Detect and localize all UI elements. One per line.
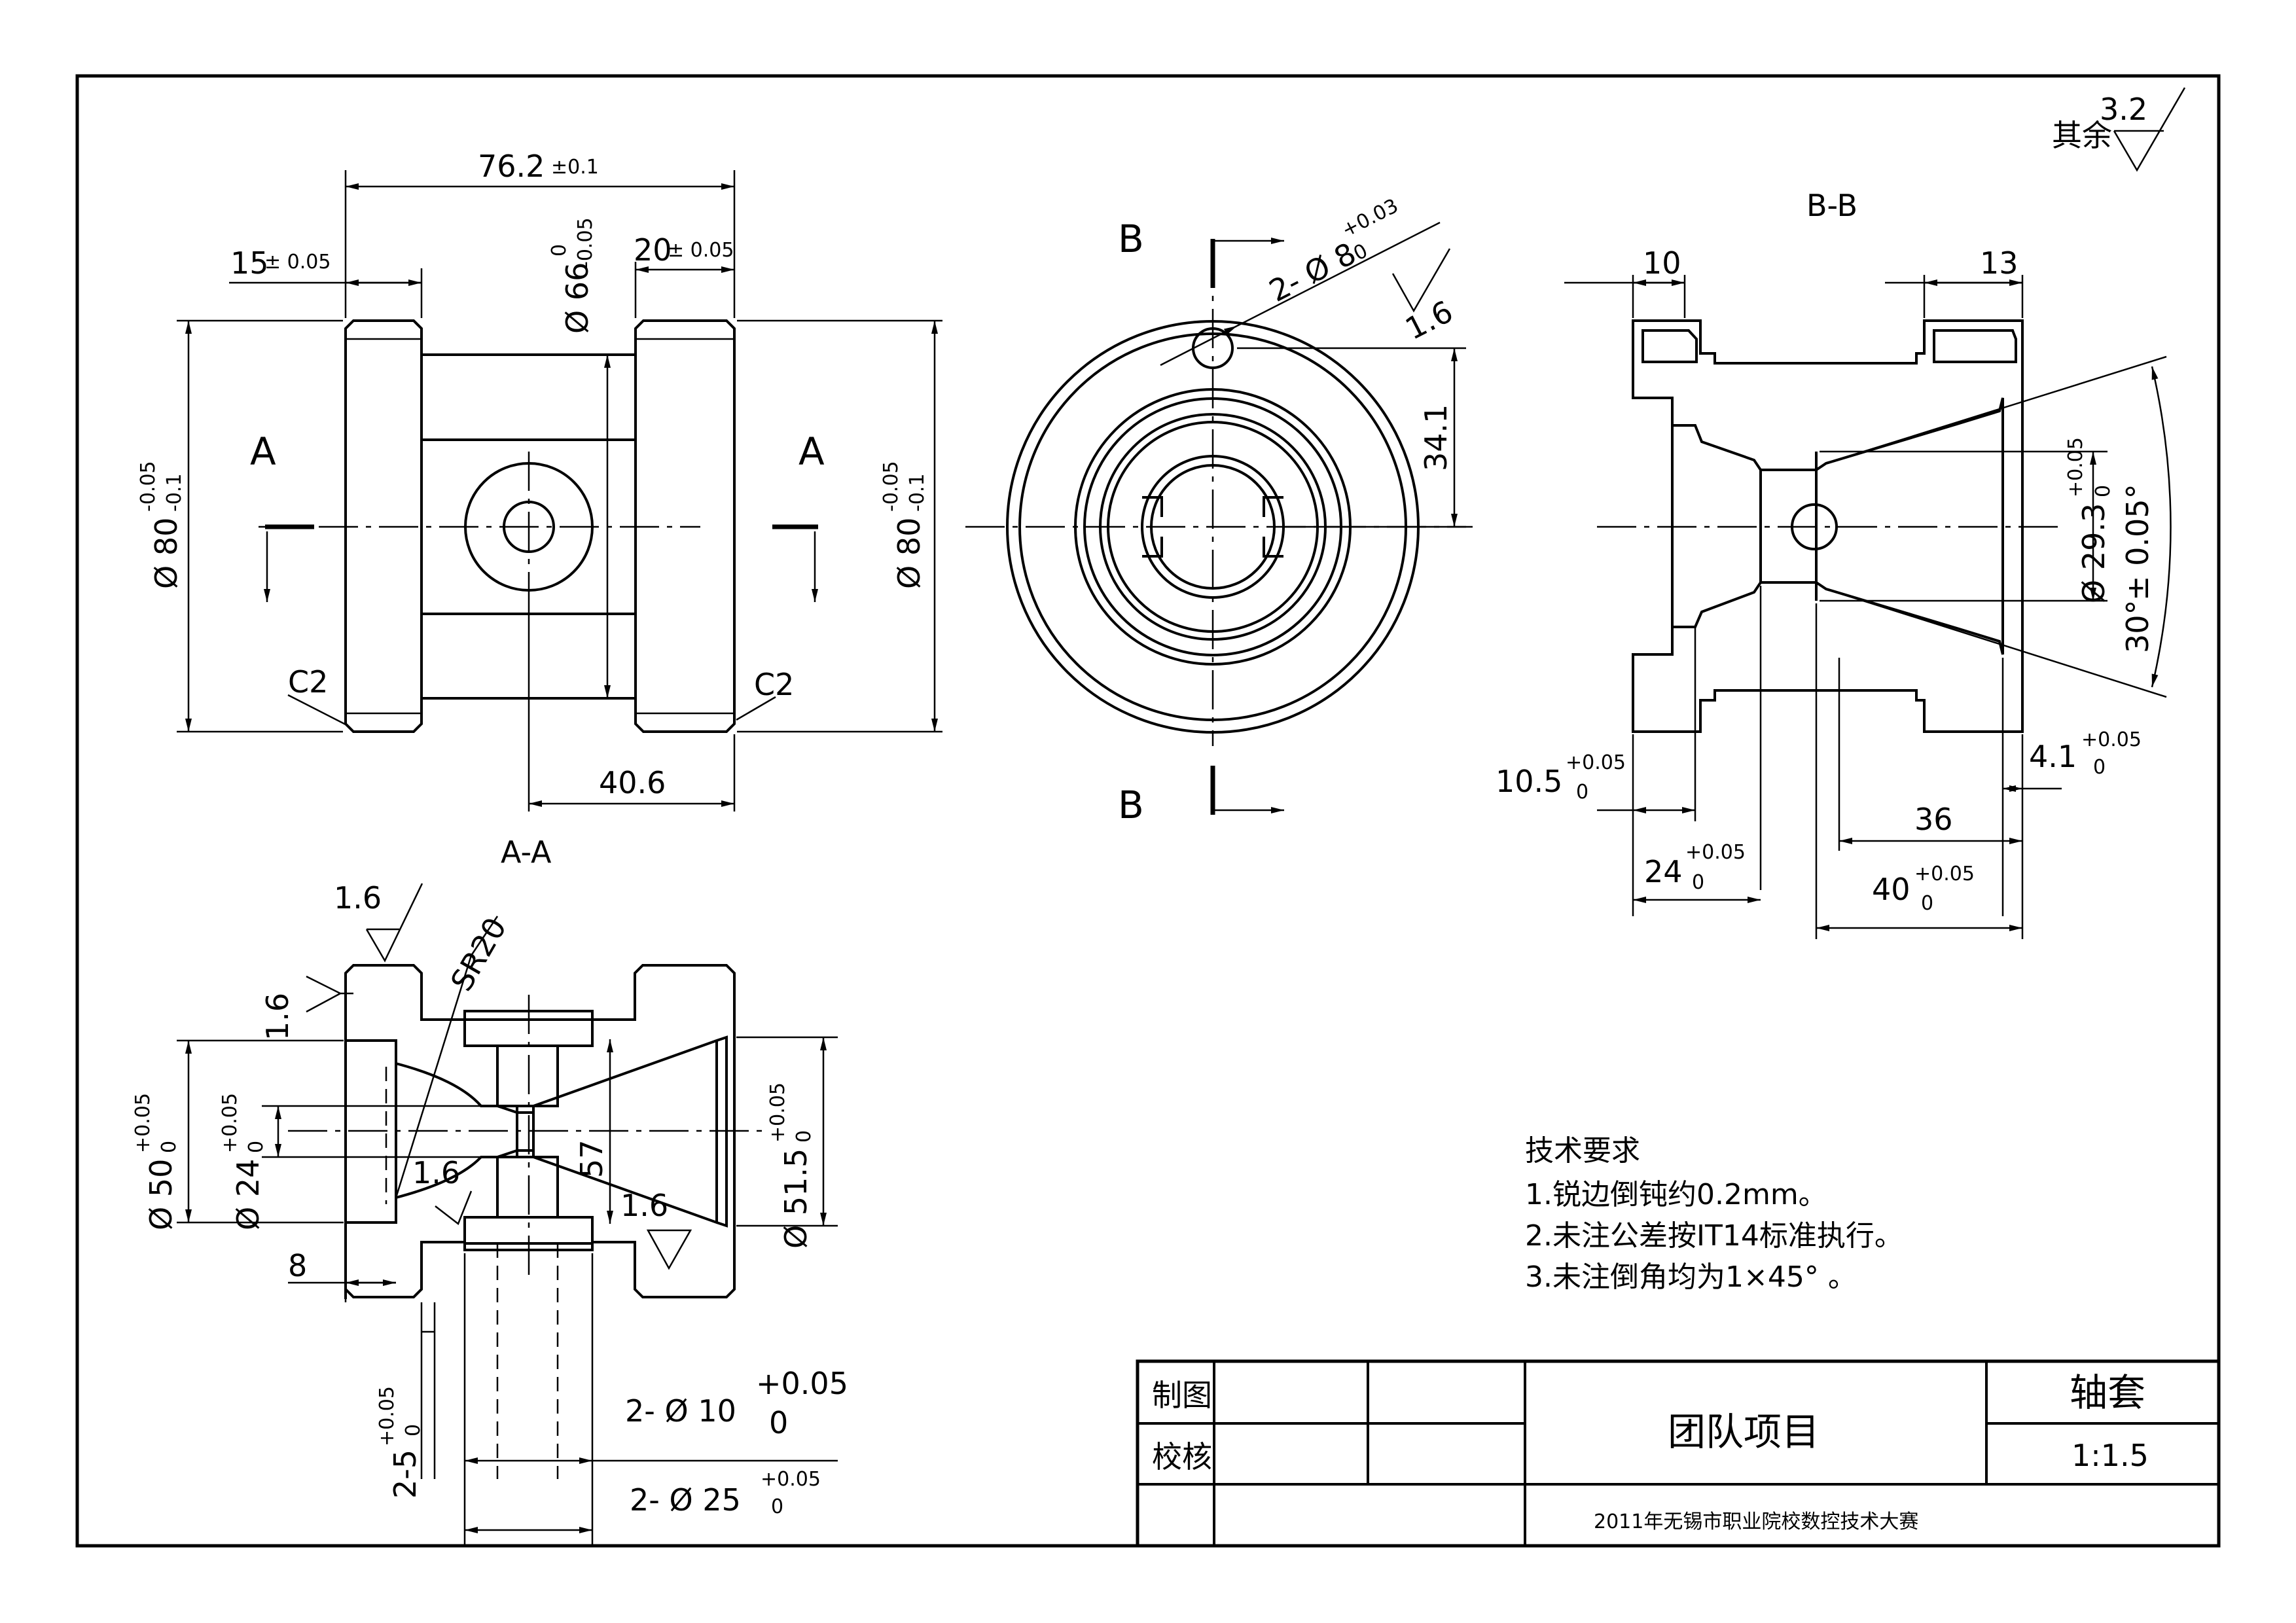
dim-cone-angle: 30° bbox=[2120, 599, 2155, 653]
dim-groove-right: 13 bbox=[1980, 245, 2018, 281]
dim-flange-left-dia: Ø 80 bbox=[149, 518, 184, 589]
title-block: 制图 校核 团队项目 轴套 1:1.5 2011年无锡市职业院校数控技术大赛 bbox=[1136, 1359, 2221, 1548]
requirement-item-3: 3.未注倒角均为1×45° 。 bbox=[1525, 1260, 1857, 1294]
title-block-project: 团队项目 bbox=[1668, 1410, 1820, 1454]
dim-step-4-1: 4.1 bbox=[2029, 739, 2077, 774]
dim-hole-height: 34.1 bbox=[1418, 404, 1454, 471]
section-marker-b-bottom: B bbox=[1118, 783, 1144, 827]
dim-step-4-1-low: 0 bbox=[2093, 756, 2106, 779]
dim-cross-hole-span: 57 bbox=[574, 1139, 609, 1178]
dim-throat-dia-up: +0.05 bbox=[219, 1093, 242, 1153]
dim-step-10-5-up: +0.05 bbox=[1566, 751, 1626, 774]
dim-length-24: 24 bbox=[1644, 854, 1683, 889]
dim-length-40-up: +0.05 bbox=[1914, 863, 1975, 885]
dim-flange-right-dia: Ø 80 bbox=[891, 518, 927, 589]
dim-flange-left-tol: ± 0.05 bbox=[264, 251, 331, 274]
dim-cross-holes: 2- Ø 10 bbox=[625, 1393, 736, 1429]
dim-flange-left-dia-low: -0.1 bbox=[163, 473, 186, 512]
section-aa: A-A 1.6 1.6 SR20 1.6 bbox=[132, 834, 848, 1544]
dim-spot-faces-low: 0 bbox=[771, 1495, 783, 1518]
dim-waist-dia-up: 0 bbox=[548, 244, 571, 257]
title-block-drawn-label: 制图 bbox=[1152, 1378, 1212, 1413]
side-view: B B 2- Ø 8 +0.03 0 1.6 34.1 bbox=[965, 194, 1473, 827]
dim-length-24-low: 0 bbox=[1692, 871, 1704, 894]
section-bb: B-B 10 13 Ø 29.3 +0.05 0 30° bbox=[1496, 188, 2172, 939]
dim-counterbore-dia-up: +0.05 bbox=[132, 1093, 154, 1153]
dim-counterbore-dia-low: 0 bbox=[158, 1141, 181, 1153]
dim-flange-left-dia-up: -0.05 bbox=[137, 461, 160, 512]
dim-groove-width-up: +0.05 bbox=[376, 1386, 399, 1446]
dim-throat-dia-low: 0 bbox=[245, 1141, 268, 1153]
roughness-cone: 1.6 bbox=[620, 1188, 668, 1223]
dim-step-10-5-low: 0 bbox=[1576, 781, 1588, 804]
dim-mouth-dia: Ø 51.5 bbox=[778, 1149, 814, 1249]
dim-waist-dia: Ø 66 bbox=[560, 262, 595, 334]
dim-length: 76.2 bbox=[478, 149, 545, 184]
dim-bore-dia-low: 0 bbox=[2092, 485, 2115, 497]
dim-pin-holes: 2- Ø 8 bbox=[1263, 236, 1361, 309]
chamfer-left: C2 bbox=[288, 664, 328, 700]
dim-length-40-low: 0 bbox=[1921, 892, 1933, 915]
default-roughness-symbol: 其余 3.2 bbox=[2052, 87, 2186, 172]
section-marker-b-top: B bbox=[1118, 217, 1144, 261]
dim-counterbore-dia: Ø 50 bbox=[143, 1159, 179, 1230]
dim-cross-holes-low: 0 bbox=[769, 1405, 788, 1440]
dim-spot-faces-up: +0.05 bbox=[761, 1468, 821, 1491]
dim-length-24-up: +0.05 bbox=[1685, 841, 1746, 864]
roughness-prefix: 其余 bbox=[2052, 118, 2112, 153]
requirements-title: 技术要求 bbox=[1525, 1134, 1640, 1168]
dim-counterbore-depth: 8 bbox=[288, 1248, 307, 1283]
technical-requirements: 技术要求 1.锐边倒钝约0.2mm。 2.未注公差按IT14标准执行。 3.未注… bbox=[1525, 1134, 1903, 1294]
section-aa-title: A-A bbox=[501, 834, 552, 870]
title-block-part-name: 轴套 bbox=[2070, 1370, 2145, 1415]
dim-flange-right: 20 bbox=[634, 232, 672, 268]
roughness-value: 3.2 bbox=[2100, 92, 2147, 127]
dim-flange-right-tol: ± 0.05 bbox=[668, 239, 734, 262]
front-view: A A 76.2 ±0.1 15 ± 0.05 20 ± 0.05 Ø 66 0… bbox=[137, 149, 942, 812]
dim-flange-right-dia-up: -0.05 bbox=[880, 461, 903, 512]
dim-sphere-radius: SR20 bbox=[444, 912, 514, 997]
requirement-item-2: 2.未注公差按IT14标准执行。 bbox=[1525, 1219, 1903, 1253]
sheet-frame bbox=[75, 74, 2221, 1548]
dim-groove-width: 2-5 bbox=[387, 1450, 423, 1499]
dim-length-tol: ±0.1 bbox=[551, 156, 599, 179]
dim-offset: 40.6 bbox=[599, 765, 666, 800]
roughness-mid: 1.6 bbox=[412, 1155, 460, 1190]
dim-mouth-dia-low: 0 bbox=[793, 1130, 816, 1143]
chamfer-right: C2 bbox=[754, 667, 794, 702]
dim-cone-angle-tol: ± 0.05° bbox=[2120, 484, 2155, 601]
dim-bore-dia: Ø 29.3 bbox=[2076, 503, 2111, 603]
dim-mouth-dia-up: +0.05 bbox=[766, 1082, 789, 1143]
dim-throat-dia: Ø 24 bbox=[230, 1159, 266, 1230]
dim-waist-dia-low: -0.05 bbox=[574, 217, 597, 268]
dim-bore-dia-up: +0.05 bbox=[2064, 437, 2087, 497]
dim-step-4-1-up: +0.05 bbox=[2081, 728, 2142, 751]
dim-flange-right-dia-low: -0.1 bbox=[906, 473, 929, 512]
section-bb-title: B-B bbox=[1806, 188, 1857, 223]
roughness-left: 1.6 bbox=[260, 993, 295, 1041]
title-block-event: 2011年无锡市职业院校数控技术大赛 bbox=[1594, 1510, 1918, 1533]
dim-length-36: 36 bbox=[1914, 802, 1953, 837]
dim-cross-holes-up: +0.05 bbox=[756, 1366, 848, 1401]
dim-step-10-5: 10.5 bbox=[1496, 764, 1562, 799]
section-marker-a-left: A bbox=[250, 429, 276, 474]
requirement-item-1: 1.锐边倒钝约0.2mm。 bbox=[1525, 1178, 1827, 1211]
section-marker-a-right: A bbox=[798, 429, 825, 474]
dim-length-40: 40 bbox=[1872, 872, 1910, 907]
dim-groove-width-low: 0 bbox=[402, 1424, 425, 1436]
title-block-scale: 1:1.5 bbox=[2072, 1438, 2149, 1473]
title-block-checked-label: 校核 bbox=[1152, 1439, 1212, 1474]
dim-groove-left: 10 bbox=[1643, 245, 1681, 281]
dim-flange-left: 15 bbox=[230, 245, 269, 281]
dim-pin-holes-up: +0.03 bbox=[1338, 194, 1402, 242]
dim-spot-faces: 2- Ø 25 bbox=[630, 1482, 741, 1518]
roughness-top: 1.6 bbox=[334, 880, 382, 916]
